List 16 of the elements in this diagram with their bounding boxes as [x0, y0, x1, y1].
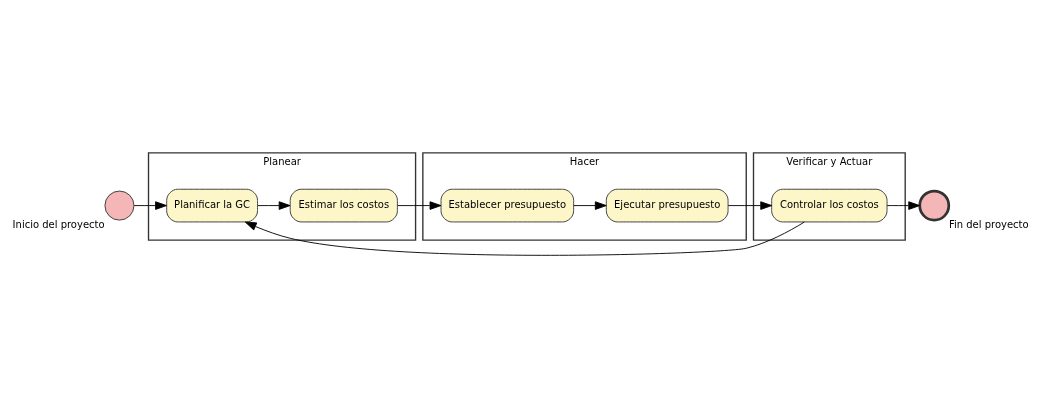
arrow: [133, 200, 167, 210]
node-label: Inicio del proyecto: [12, 218, 105, 230]
node-circle: [918, 189, 951, 221]
arrow: [244, 221, 805, 256]
arrow: [886, 200, 921, 210]
node-box: Estimar los costos: [289, 188, 398, 222]
arrow: [727, 200, 773, 210]
arrow: [257, 200, 291, 210]
node-box: Ejecutar presupuesto: [605, 188, 729, 222]
node-box: Planificar la GC: [166, 188, 258, 222]
node-box: Establecer presupuesto: [440, 188, 575, 222]
arrow: [397, 200, 442, 210]
node-box: Controlar los costos: [771, 188, 888, 222]
node-label: Fin del proyecto: [948, 218, 1029, 230]
arrow: [573, 200, 607, 210]
node-circle: [104, 190, 135, 221]
